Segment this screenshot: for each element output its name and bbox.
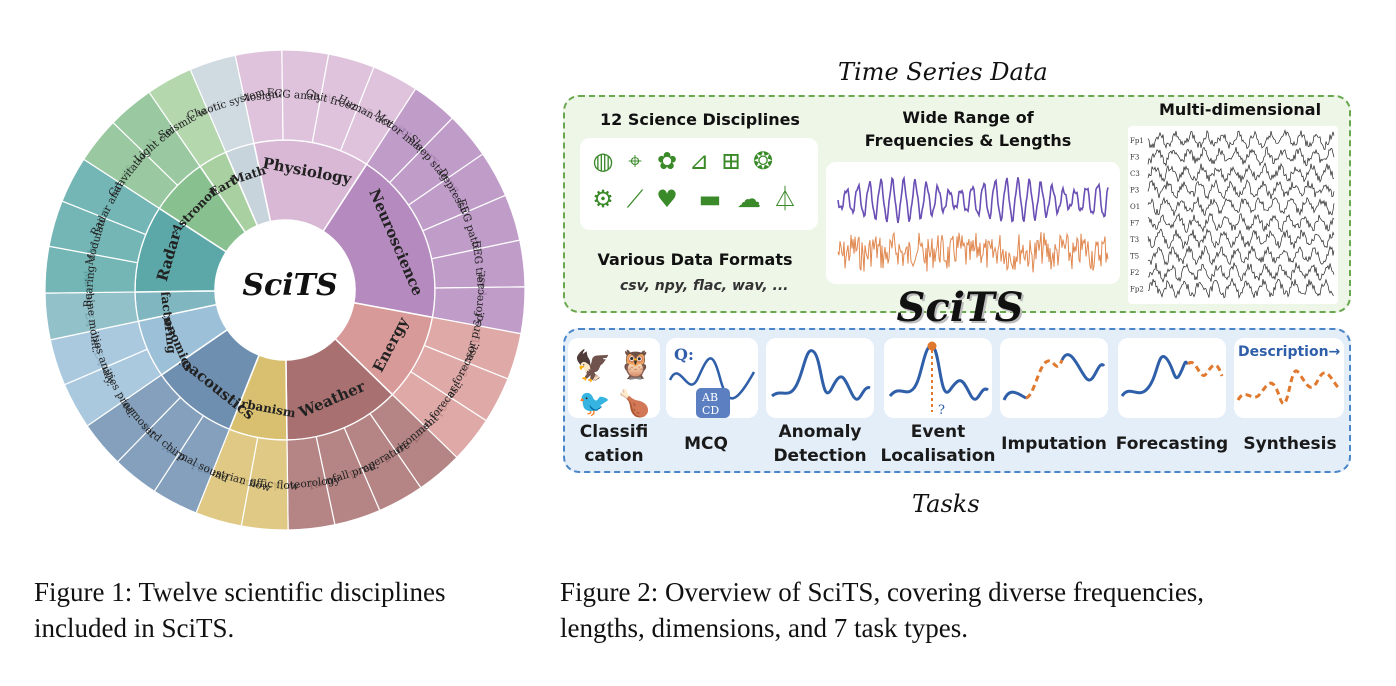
discipline-icons-card: ◍ ⌖ ✿ ⊿ ⊞ ❂ ⚙ ⟋ ♥ ▬ ☁ ⏃ [580,138,818,230]
svg-text:?: ? [938,403,945,418]
science-disciplines-title: 12 Science Disciplines [600,110,800,129]
mcq-card: Q: AB CD [666,338,758,418]
eeg-channel-label: Fp1 [1130,137,1144,145]
eeg-channel-label: T3 [1130,236,1139,244]
eeg-channel-label: F3 [1130,154,1139,162]
chameleon-icon: ❂ [752,147,774,175]
chart-icon: ⟋ [626,185,644,213]
task-segment-label: ECG analysis [266,87,337,105]
task-segment-label: Traffic flow [238,476,299,493]
task-segment-label: Biosignal [238,87,289,104]
eeg-channel-label: C3 [1130,170,1140,178]
car-icon: ▬ [698,185,722,213]
data-formats-title: Various Data Formats [597,250,793,269]
eeg-channel-label: Fp2 [1130,286,1144,294]
event-card: ? [884,338,992,418]
anomaly-card [766,338,874,418]
mcq-options-icon [696,388,730,418]
task-label-mcq: MCQ [684,434,728,454]
frequency-waves [837,175,1109,273]
time-series-title: Time Series Data [838,58,1048,86]
frequency-plots-card [826,162,1120,284]
brain-icon: ✿ [656,147,678,175]
roast-icon: 🍗 [618,388,650,418]
eeg-channel-label: P3 [1130,187,1139,195]
eeg-trace [1147,162,1335,184]
classification-card: 🦅 🦉 🐦 🍗 [568,338,660,419]
forecasting-card [1118,338,1226,418]
radar-icon: ⊿ [688,147,710,175]
tasks-title: Tasks [912,490,980,518]
cloud-icon: ☁ [737,185,761,213]
data-formats-list: csv, npy, flac, wav, ... [620,278,789,294]
eeg-trace [1147,129,1335,150]
task-segment [189,54,255,153]
task-label-synthesis: Synthesis [1243,434,1337,454]
svg-text:AB: AB [701,391,718,404]
task-label-forecasting: Forecasting [1115,434,1229,454]
owl-icon: 🦉 [618,348,653,381]
frequency-title: Wide Range of Frequencies & Lengths [864,108,1072,150]
multidim-title: Multi-dimensional [1158,100,1322,119]
imputation-card [1000,338,1108,418]
eeg-trace [1147,146,1335,167]
eeg-channel-label: F7 [1130,220,1139,228]
event-marker [927,341,937,351]
heart-icon: ♥ [656,185,678,213]
eeg-trace [1147,179,1335,200]
bird-icon: 🐦 [578,389,610,418]
task-segment-label: Bearing vibr. [82,239,100,308]
eeg-trace [1147,196,1335,217]
figure2-caption: Figure 2: Overview of SciTS, covering di… [560,577,1205,643]
wheel-center [215,220,355,360]
tower-icon: ⏃ [773,185,797,213]
eeg-channel-label: F2 [1130,269,1139,277]
math-icon: ⊞ [720,147,742,175]
earth-icon: ◍ [592,147,614,175]
synthesis-card: Description→ [1234,338,1344,418]
eeg-trace [1148,262,1335,284]
telescope-icon: ⌖ [628,147,642,175]
task-label-imputation: Imputation [1001,434,1107,454]
eeg-trace [1148,277,1334,299]
figure1-caption: Figure 1: Twelve scientific disciplines … [34,577,446,643]
eeg-channel-label: O1 [1130,203,1140,211]
svg-text:CD: CD [702,404,719,417]
gear-icon: ⚙ [592,185,614,213]
eagle-icon: 🦅 [574,347,611,384]
eeg-trace [1147,212,1335,233]
description-label: Description→ [1238,344,1341,360]
eeg-trace [1147,228,1335,250]
eeg-channel-label: T5 [1130,253,1139,261]
mcq-q-label: Q: [674,345,694,364]
eeg-trace [1147,245,1335,266]
scits-logo: SciTS [896,284,1024,331]
wheel-center-label: SciTS [242,268,338,303]
